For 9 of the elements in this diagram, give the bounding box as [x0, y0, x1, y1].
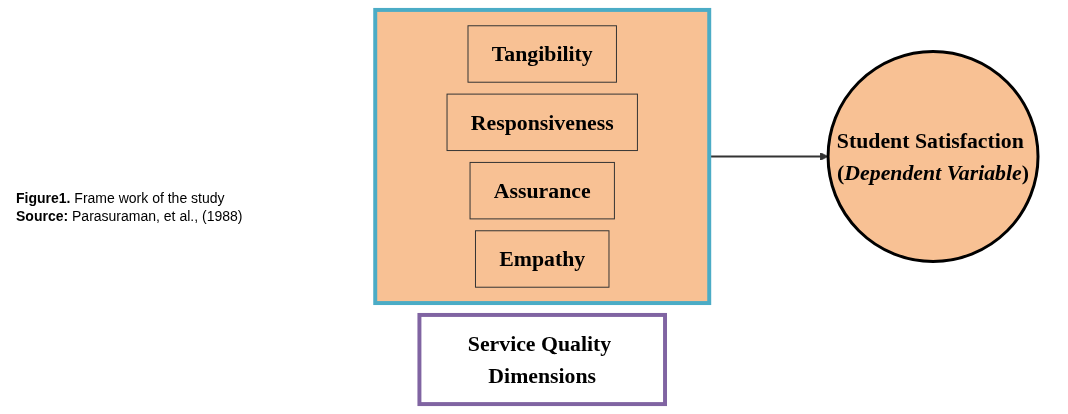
- node-box: Empathy: [475, 230, 610, 288]
- cluster: [373, 7, 712, 306]
- node-box: Assurance: [469, 161, 616, 220]
- node-box: Tangibility: [467, 25, 618, 83]
- node-box: Responsiveness: [446, 93, 639, 152]
- node-circle: Student Satisfaction (Dependent Variable): [826, 50, 1040, 263]
- source-note: Source: Parasuraman, et al., (1988): [16, 208, 244, 224]
- node-box: Service Quality Dimensions: [417, 312, 668, 407]
- figure-caption: Figure1. Frame work of the study: [16, 190, 226, 206]
